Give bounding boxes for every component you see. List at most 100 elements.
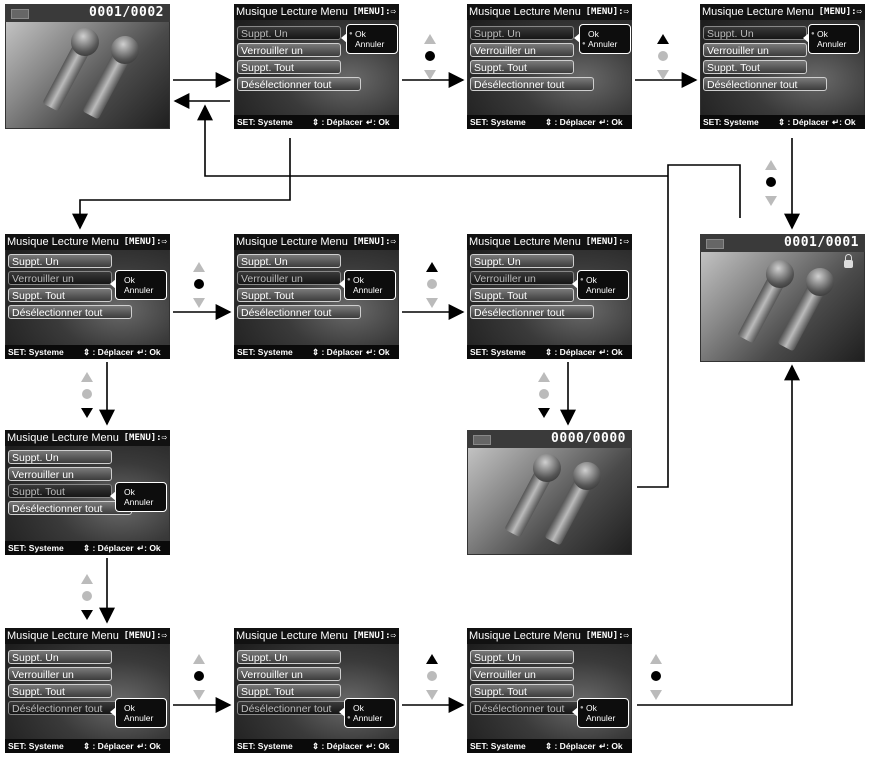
footer-set: SET: Systeme xyxy=(703,117,759,127)
footer-set: SET: Systeme xyxy=(470,741,526,751)
popup-ok[interactable]: Ok xyxy=(817,29,859,39)
popup-cancel[interactable]: Annuler xyxy=(124,285,154,295)
footer-set: SET: Systeme xyxy=(470,347,526,357)
popup-ok[interactable]: Ok xyxy=(586,703,628,713)
menu-title-bar: Musique Lecture Menu [MENU]:⇨ xyxy=(467,234,632,250)
popup-ok[interactable]: Ok xyxy=(353,703,364,713)
footer-ok: ↵: Ok xyxy=(832,117,856,127)
menu-item-suppt-un[interactable]: Suppt. Un xyxy=(237,254,341,268)
nav-up-icon xyxy=(655,34,671,80)
playback-screen-0001-0001: 0001/0001 xyxy=(700,234,865,362)
menu-item-suppt-tout[interactable]: Suppt. Tout xyxy=(470,684,574,698)
nav-center-icon xyxy=(648,654,664,700)
menu-footer: SET: Systeme ⇕ : Déplacer ↵: Ok xyxy=(5,345,170,359)
menu-item-suppt-tout[interactable]: Suppt. Tout xyxy=(8,684,112,698)
battery-icon xyxy=(11,9,29,19)
menu-title-bar: Musique Lecture Menu [MENU]:⇨ xyxy=(467,628,632,644)
track-counter: 0001/0001 xyxy=(784,235,859,250)
menu-exit-hint: [MENU]:⇨ xyxy=(585,7,629,17)
confirm-popup: Ok Annuler xyxy=(110,482,167,512)
menu-item-deselectionner-tout[interactable]: Désélectionner tout xyxy=(8,305,132,319)
menu-item-suppt-tout[interactable]: Suppt. Tout xyxy=(237,60,341,74)
menu-title-bar: Musique Lecture Menu [MENU]:⇨ xyxy=(5,430,170,446)
menu-screen-r1c: Musique Lecture Menu [MENU]:⇨ Suppt. Un … xyxy=(700,4,865,129)
menu-item-suppt-un[interactable]: Suppt. Un xyxy=(470,26,574,40)
menu-item-suppt-un[interactable]: Suppt. Un xyxy=(8,450,112,464)
footer-set: SET: Systeme xyxy=(8,741,64,751)
menu-item-suppt-un[interactable]: Suppt. Un xyxy=(703,26,807,40)
popup-cancel[interactable]: Annuler xyxy=(588,39,630,49)
confirm-popup: Ok Annuler xyxy=(110,698,167,728)
track-counter: 0000/0000 xyxy=(551,431,626,446)
menu-item-deselectionner-tout[interactable]: Désélectionner tout xyxy=(470,701,594,715)
menu-footer: SET: Systeme ⇕ : Déplacer ↵: Ok xyxy=(234,739,399,753)
menu-footer: SET: Systeme ⇕ : Déplacer ↵: Ok xyxy=(5,541,170,555)
menu-item-deselectionner-tout[interactable]: Désélectionner tout xyxy=(237,77,361,91)
menu-item-suppt-tout[interactable]: Suppt. Tout xyxy=(237,288,341,302)
popup-ok[interactable]: Ok xyxy=(353,275,395,285)
menu-item-deselectionner-tout[interactable]: Désélectionner tout xyxy=(703,77,827,91)
confirm-popup: Ok Annuler xyxy=(339,698,396,728)
popup-ok[interactable]: Ok xyxy=(124,703,135,713)
menu-item-suppt-tout[interactable]: Suppt. Tout xyxy=(237,684,341,698)
menu-title: Musique Lecture Menu xyxy=(7,432,119,444)
menu-item-deselectionner-tout[interactable]: Désélectionner tout xyxy=(237,305,361,319)
footer-move: ⇕ : Déplacer xyxy=(778,117,829,127)
popup-cancel[interactable]: Annuler xyxy=(353,713,395,723)
menu-item-verrouiller-un[interactable]: Verrouiller un xyxy=(470,667,574,681)
popup-ok[interactable]: Ok xyxy=(124,487,135,497)
menu-exit-hint: [MENU]:⇨ xyxy=(352,631,396,641)
menu-item-verrouiller-un[interactable]: Verrouiller un xyxy=(470,271,574,285)
menu-item-suppt-un[interactable]: Suppt. Un xyxy=(470,254,574,268)
popup-cancel[interactable]: Annuler xyxy=(817,39,847,49)
menu-item-suppt-tout[interactable]: Suppt. Tout xyxy=(703,60,807,74)
popup-cancel[interactable]: Annuler xyxy=(355,39,385,49)
menu-item-verrouiller-un[interactable]: Verrouiller un xyxy=(703,43,807,57)
menu-item-suppt-tout[interactable]: Suppt. Tout xyxy=(8,288,112,302)
menu-item-deselectionner-tout[interactable]: Désélectionner tout xyxy=(8,701,132,715)
popup-cancel[interactable]: Annuler xyxy=(124,713,154,723)
menu-item-suppt-un[interactable]: Suppt. Un xyxy=(8,254,112,268)
popup-cancel[interactable]: Annuler xyxy=(586,713,616,723)
menu-item-verrouiller-un[interactable]: Verrouiller un xyxy=(8,467,112,481)
popup-cancel[interactable]: Annuler xyxy=(353,285,383,295)
menu-item-suppt-un[interactable]: Suppt. Un xyxy=(470,650,574,664)
popup-ok[interactable]: Ok xyxy=(124,275,135,285)
menu-item-suppt-un[interactable]: Suppt. Un xyxy=(237,26,341,40)
playback-status-bar: 0000/0000 xyxy=(467,430,632,448)
menu-title-bar: Musique Lecture Menu [MENU]:⇨ xyxy=(234,234,399,250)
menu-screen-r1b: Musique Lecture Menu [MENU]:⇨ Suppt. Un … xyxy=(467,4,632,129)
popup-ok[interactable]: Ok xyxy=(355,29,397,39)
menu-item-verrouiller-un[interactable]: Verrouiller un xyxy=(237,667,341,681)
menu-item-suppt-tout[interactable]: Suppt. Tout xyxy=(470,288,574,302)
menu-item-verrouiller-un[interactable]: Verrouiller un xyxy=(237,271,341,285)
menu-item-verrouiller-un[interactable]: Verrouiller un xyxy=(8,667,112,681)
menu-item-deselectionner-tout[interactable]: Désélectionner tout xyxy=(470,77,594,91)
footer-ok: ↵: Ok xyxy=(366,347,390,357)
menu-item-verrouiller-un[interactable]: Verrouiller un xyxy=(8,271,112,285)
menu-item-suppt-un[interactable]: Suppt. Un xyxy=(237,650,341,664)
menu-footer: SET: Systeme ⇕ : Déplacer ↵: Ok xyxy=(467,115,632,129)
menu-item-verrouiller-un[interactable]: Verrouiller un xyxy=(470,43,574,57)
menu-item-suppt-un[interactable]: Suppt. Un xyxy=(8,650,112,664)
popup-ok[interactable]: Ok xyxy=(586,275,628,285)
popup-cancel[interactable]: Annuler xyxy=(124,497,154,507)
menu-footer: SET: Systeme ⇕ : Déplacer ↵: Ok xyxy=(467,739,632,753)
menu-item-deselectionner-tout[interactable]: Désélectionner tout xyxy=(470,305,594,319)
menu-item-verrouiller-un[interactable]: Verrouiller un xyxy=(237,43,341,57)
popup-cancel[interactable]: Annuler xyxy=(586,285,616,295)
menu-exit-hint: [MENU]:⇨ xyxy=(352,237,396,247)
menu-item-deselectionner-tout[interactable]: Désélectionner tout xyxy=(8,501,132,515)
track-counter: 0001/0002 xyxy=(89,5,164,20)
menu-title: Musique Lecture Menu xyxy=(7,236,119,248)
nav-center-icon xyxy=(191,654,207,700)
menu-item-suppt-tout[interactable]: Suppt. Tout xyxy=(470,60,574,74)
menu-screen-r3: Musique Lecture Menu [MENU]:⇨ Suppt. Un … xyxy=(5,430,170,555)
lock-icon xyxy=(844,254,853,268)
popup-ok[interactable]: Ok xyxy=(588,29,599,39)
nav-up-icon xyxy=(424,654,440,700)
menu-item-suppt-tout[interactable]: Suppt. Tout xyxy=(8,484,112,498)
menu-title: Musique Lecture Menu xyxy=(236,6,348,18)
footer-ok: ↵: Ok xyxy=(137,741,161,751)
